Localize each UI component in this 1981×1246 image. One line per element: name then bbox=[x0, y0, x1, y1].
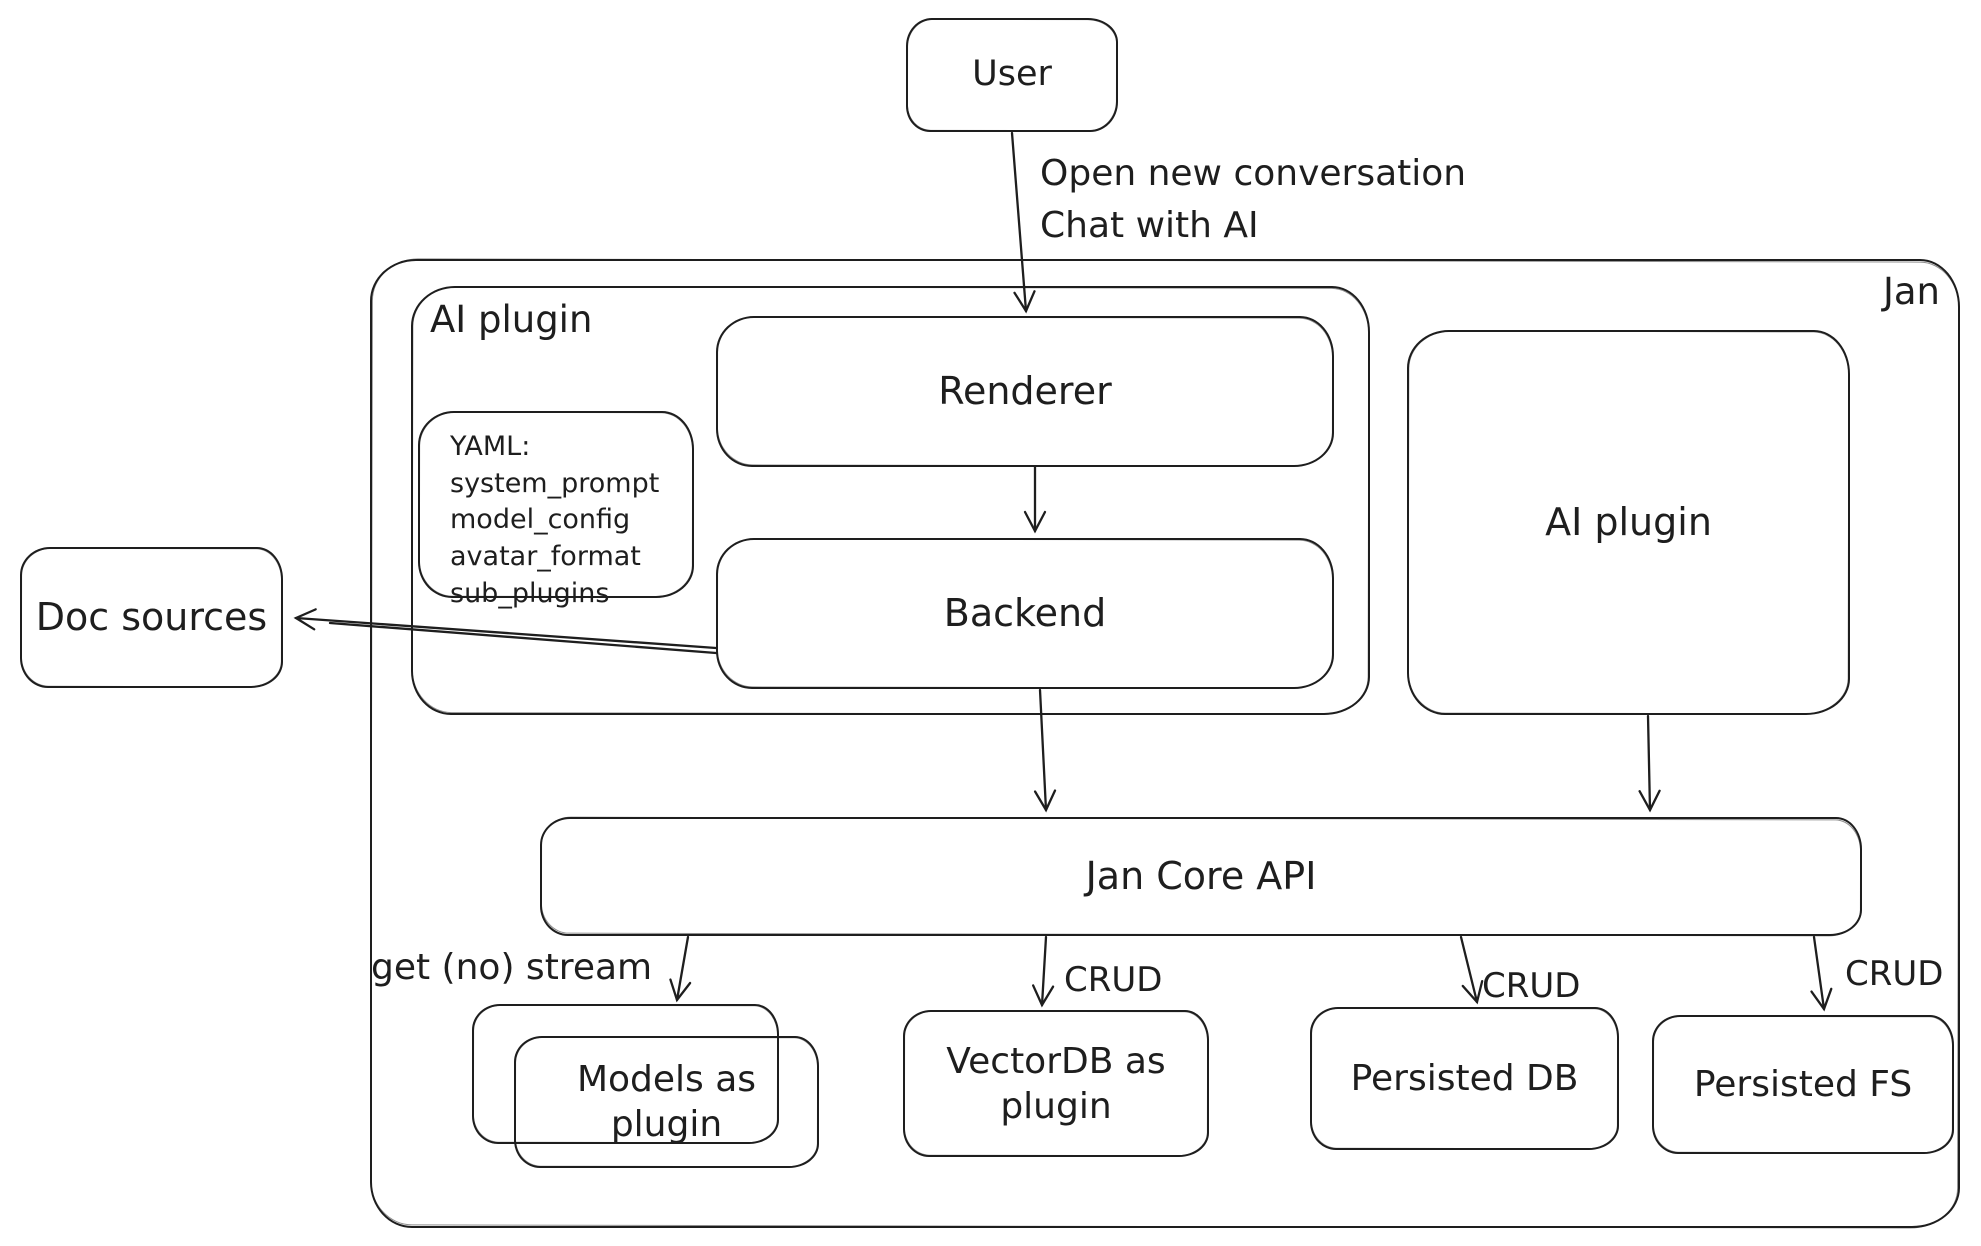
backend-node: Backend bbox=[716, 538, 1334, 689]
ai-plugin-container-label: AI plugin bbox=[430, 298, 593, 341]
ai-plugin-node: AI plugin bbox=[1407, 330, 1850, 715]
persisted-fs-node: Persisted FS bbox=[1652, 1015, 1954, 1154]
persisted-db-node: Persisted DB bbox=[1310, 1007, 1619, 1150]
renderer-node-label: Renderer bbox=[938, 368, 1112, 413]
backend-node-label: Backend bbox=[943, 590, 1107, 635]
persisted-db-node-label: Persisted DB bbox=[1350, 1058, 1579, 1099]
user-node-label: User bbox=[972, 54, 1052, 95]
vectordb-as-plugin-node: VectorDB as plugin bbox=[903, 1010, 1209, 1157]
ai-plugin-node-label: AI plugin bbox=[1545, 499, 1712, 544]
models-as-plugin-node: Models as plugin bbox=[514, 1036, 819, 1168]
models-as-plugin-node-label: Models as plugin bbox=[576, 1059, 757, 1145]
yaml-config-note: YAML: system_prompt model_config avatar_… bbox=[418, 411, 694, 609]
doc-sources-node: Doc sources bbox=[20, 547, 283, 688]
jan-container-box bbox=[370, 259, 1960, 1228]
edge-label-open-new-conversation: Open new conversation Chat with AI bbox=[1040, 153, 1467, 247]
user-node: User bbox=[906, 18, 1118, 132]
edge-label-get-no-stream: get (no) stream bbox=[371, 947, 653, 988]
edge-label-crud-persisted-db: CRUD bbox=[1482, 966, 1581, 1006]
doc-sources-node-label: Doc sources bbox=[35, 594, 268, 639]
yaml-config-note-text: YAML: system_prompt model_config avatar_… bbox=[450, 431, 660, 609]
jan-core-api-node-label: Jan Core API bbox=[1085, 853, 1317, 898]
persisted-fs-node-label: Persisted FS bbox=[1693, 1064, 1913, 1105]
edge-label-crud-vectordb: CRUD bbox=[1064, 960, 1163, 1000]
jan-core-api-node: Jan Core API bbox=[540, 817, 1862, 936]
edge-label-crud-persisted-fs: CRUD bbox=[1845, 954, 1944, 994]
renderer-node: Renderer bbox=[716, 316, 1334, 467]
jan-container-label: Jan bbox=[1882, 270, 1940, 313]
ai-plugin-container-box bbox=[411, 286, 1370, 715]
vectordb-as-plugin-node-label: VectorDB as plugin bbox=[946, 1040, 1166, 1127]
